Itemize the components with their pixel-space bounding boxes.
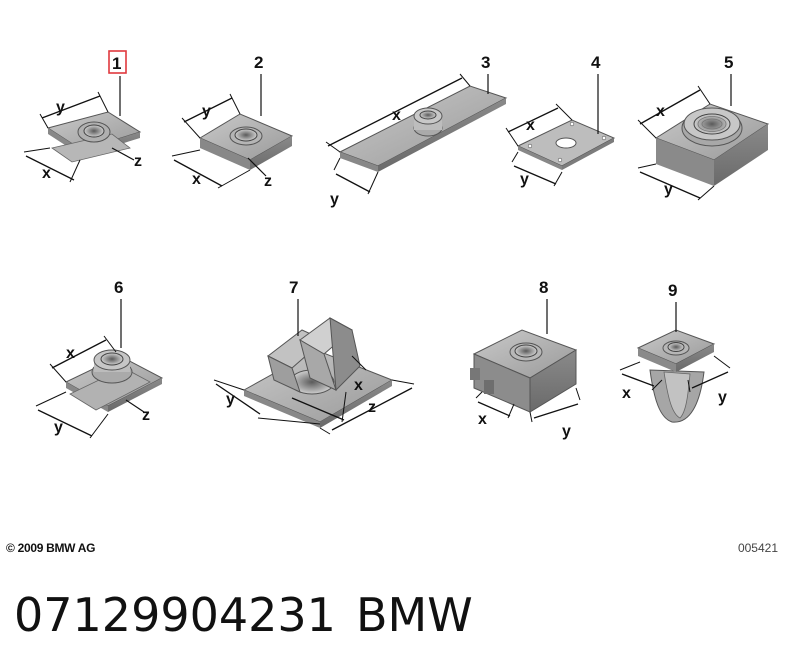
part-7-dim-z: z: [368, 399, 376, 416]
part-9-dim-y: y: [718, 389, 727, 406]
part-6-dim-x: x: [66, 345, 75, 362]
part-3[interactable]: 3 x y: [325, 53, 508, 208]
part-4[interactable]: 4 x y: [505, 53, 616, 188]
part-8-dim-x: x: [478, 411, 487, 428]
part-9-number: 9: [668, 281, 677, 300]
part-4-dim-x: x: [526, 117, 535, 134]
part-6-number: 6: [114, 278, 123, 297]
part-3-number: 3: [481, 53, 490, 72]
part-2-dim-y: y: [202, 103, 211, 120]
part-3-dim-x: x: [392, 107, 401, 124]
part-4-dim-y: y: [520, 171, 529, 188]
part-9[interactable]: 9 x y: [619, 281, 731, 423]
part-6-dim-y: y: [54, 419, 63, 436]
part-1-dim-y: y: [56, 99, 65, 116]
part-7-number: 7: [289, 278, 298, 297]
product-brand: BMW: [356, 588, 473, 642]
image-code: 005421: [737, 541, 778, 555]
part-3-dim-y: y: [330, 191, 339, 208]
part-8-dim-y: y: [562, 423, 571, 440]
part-5-dim-x: x: [656, 103, 665, 120]
part-1[interactable]: 1 y x z: [23, 50, 142, 183]
part-7-dim-y: y: [226, 391, 235, 408]
part-1-dim-x: x: [42, 165, 51, 182]
part-6-dim-z: z: [142, 407, 150, 424]
part-4-number: 4: [591, 53, 601, 72]
part-7-dim-x: x: [354, 377, 363, 394]
product-part-number: 07129904231: [14, 588, 336, 642]
copyright-text: © 2009 BMW AG: [6, 541, 96, 555]
part-1-number: 1: [112, 54, 121, 73]
part-8-number: 8: [539, 278, 548, 297]
part-7[interactable]: 7 y x z: [213, 278, 415, 435]
part-1-dim-z: z: [134, 153, 142, 170]
part-5-number: 5: [724, 53, 733, 72]
part-2-dim-x: x: [192, 171, 201, 188]
part-5-dim-y: y: [664, 181, 673, 198]
part-6[interactable]: 6 x y z: [35, 278, 164, 439]
part-1-highlight-box: [108, 50, 127, 74]
part-2[interactable]: 2 y x z: [171, 53, 294, 190]
part-5[interactable]: 5 x y: [637, 53, 770, 201]
part-2-dim-z: z: [264, 173, 272, 190]
part-8[interactable]: 8 x y: [470, 278, 581, 440]
part-9-dim-x: x: [622, 385, 631, 402]
part-2-number: 2: [254, 53, 263, 72]
parts-diagram: 1 y x z 2 y x z: [23, 50, 770, 440]
